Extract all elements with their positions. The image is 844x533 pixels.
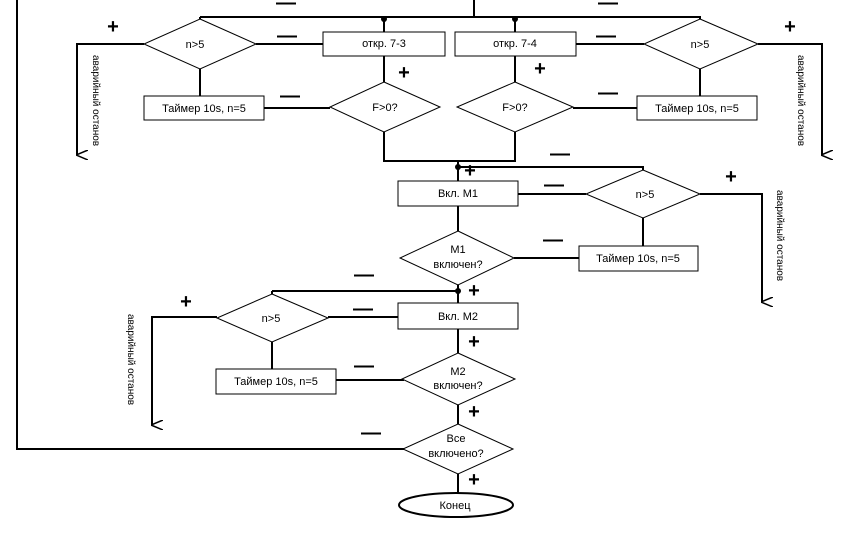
minus-sign: — (550, 143, 570, 165)
cond-f-left-label: F>0? (372, 102, 397, 114)
connector-lines (16, 0, 822, 493)
plus-sign: + (468, 469, 480, 491)
minus-sign: — (596, 25, 616, 47)
timer-m2-label: Таймер 10s, n=5 (234, 376, 318, 388)
timer-right-block[interactable]: Таймер 10s, n=5 (636, 95, 758, 121)
cond-f-right-label: F>0? (502, 102, 527, 114)
minus-sign: — (280, 85, 300, 107)
plus-sign: + (468, 280, 480, 302)
outer-loop-line (16, 0, 404, 450)
minus-sign: — (598, 0, 618, 14)
open-7-4-label: откр. 7-4 (493, 38, 537, 50)
check-m2-label-line2: включен? (433, 380, 482, 392)
check-all-label-line1: Все (447, 433, 466, 445)
minus-sign: — (544, 174, 564, 196)
plus-sign: + (534, 58, 546, 80)
check-m1-diamond[interactable]: М1 включен? (398, 230, 516, 286)
check-all-label-line2: включено? (428, 448, 483, 460)
cond-n-right-diamond[interactable]: n>5 (642, 18, 760, 70)
end-terminator[interactable]: Конец (398, 492, 514, 518)
plus-sign: + (107, 16, 119, 38)
cond-n-m1-diamond[interactable]: n>5 (584, 169, 702, 219)
junction-dot (455, 288, 461, 294)
cond-n-left-label: n>5 (186, 39, 205, 51)
check-m2-diamond[interactable]: М2 включен? (400, 352, 517, 406)
plus-sign: + (784, 16, 796, 38)
start-m1-block[interactable]: Вкл. М1 (397, 180, 519, 207)
m1-cond-top-line (458, 166, 644, 170)
cond-n-m1-label: n>5 (636, 189, 655, 201)
right-emergency-line (758, 43, 822, 155)
minus-sign: — (361, 422, 381, 444)
emergency-stop-label-m1: аварийный останов (774, 190, 785, 281)
plus-sign: + (464, 160, 476, 182)
left-f-down-line (383, 132, 516, 162)
check-all-diamond[interactable]: Все включено? (401, 423, 515, 475)
open-7-4-block[interactable]: откр. 7-4 (454, 31, 577, 57)
plus-sign: + (398, 62, 410, 84)
timer-right-label: Таймер 10s, n=5 (655, 103, 739, 115)
emergency-stop-label-m2: аварийный останов (125, 314, 136, 405)
emergency-stop-labels: аварийный останов аварийный останов авар… (90, 55, 806, 405)
minus-sign: — (276, 0, 296, 14)
timer-m2-block[interactable]: Таймер 10s, n=5 (215, 368, 337, 395)
m2-emergency-line (151, 316, 217, 425)
cond-f-left-diamond[interactable]: F>0? (328, 81, 442, 133)
minus-sign: — (543, 229, 563, 251)
junction-dot (455, 164, 461, 170)
open-7-3-block[interactable]: откр. 7-3 (322, 31, 446, 57)
start-m1-label: Вкл. М1 (438, 188, 478, 200)
timer-left-label: Таймер 10s, n=5 (162, 103, 246, 115)
plus-sign: + (468, 401, 480, 423)
minus-sign: — (353, 298, 373, 320)
emergency-stop-label-right: аварийный останов (795, 55, 806, 146)
check-m2-label-line1: М2 (450, 366, 465, 378)
plus-sign: + (468, 331, 480, 353)
check-m1-label-line1: М1 (450, 244, 465, 256)
timer-m1-block[interactable]: Таймер 10s, n=5 (578, 245, 699, 272)
junction-dot (512, 16, 518, 22)
timer-left-block[interactable]: Таймер 10s, n=5 (143, 95, 265, 121)
branch-signs: + + + + + + + + + + + — — — — — — — — — … (107, 0, 796, 491)
cond-f-right-diamond[interactable]: F>0? (455, 81, 575, 133)
m1-emergency-line (700, 193, 762, 302)
minus-sign: — (354, 264, 374, 286)
open-7-3-label: откр. 7-3 (362, 38, 406, 50)
process-blocks: откр. 7-3 откр. 7-4 Таймер 10s, n=5 Тайм… (143, 31, 758, 395)
timer-m1-label: Таймер 10s, n=5 (596, 253, 680, 265)
cond-n-m2-label: n>5 (262, 313, 281, 325)
minus-sign: — (354, 355, 374, 377)
left-emergency-line (76, 43, 144, 155)
cond-n-left-diamond[interactable]: n>5 (142, 18, 258, 70)
right-cond-top-line (615, 16, 701, 19)
decision-blocks: n>5 n>5 F>0? F>0? n>5 М1 включен? n>5 (142, 18, 760, 475)
check-m1-label-line2: включен? (433, 259, 482, 271)
minus-sign: — (598, 82, 618, 104)
minus-sign: — (277, 25, 297, 47)
start-m2-label: Вкл. М2 (438, 311, 478, 323)
end-label: Конец (439, 500, 471, 512)
cond-n-right-label: n>5 (691, 39, 710, 51)
start-m2-block[interactable]: Вкл. М2 (397, 302, 519, 330)
junction-dots (381, 16, 518, 294)
junction-dot (381, 16, 387, 22)
cond-n-m2-diamond[interactable]: n>5 (215, 293, 330, 343)
plus-sign: + (180, 291, 192, 313)
emergency-stop-label-left: аварийный останов (90, 55, 101, 146)
plus-sign: + (725, 166, 737, 188)
